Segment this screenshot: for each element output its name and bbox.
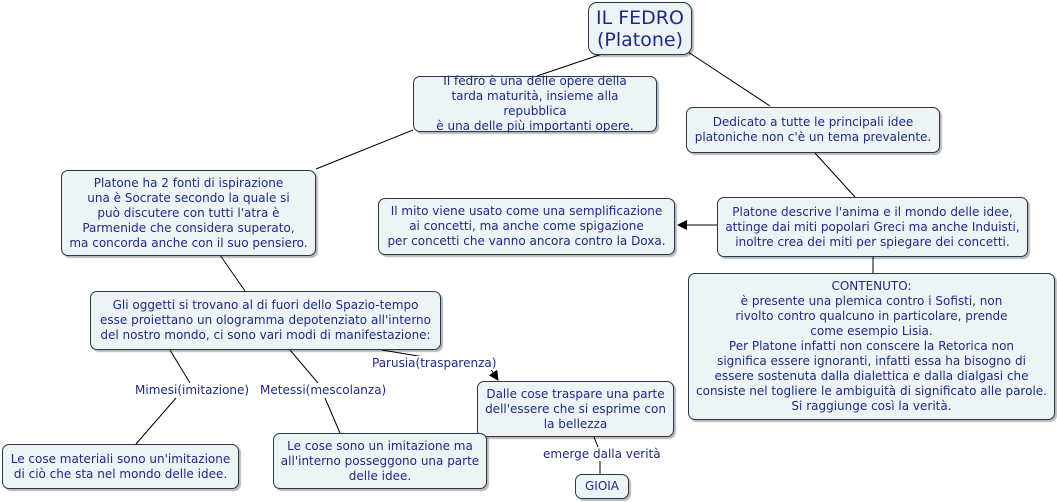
node-fonti-ispirazione[interactable]: Platone ha 2 fonti di ispirazione una è … [61,170,316,256]
edge-oggetti-mimesi [169,349,191,384]
edge-fonti-oggetti [219,254,246,292]
node-opera-maturita[interactable]: Il fedro è una delle opere della tarda m… [413,74,657,133]
edge-opera-fonti [315,129,414,170]
edge-title-opera [536,52,606,77]
edge-mimesi-materiali [135,397,177,445]
node-mito[interactable]: Il mito viene usato come una semplificaz… [378,198,675,255]
edge-parusia-traspare [488,367,499,381]
edge-title-dedicato [684,49,771,107]
edge-dedicato-descrive [814,152,856,198]
main-title-node[interactable]: IL FEDRO (Platone) [588,2,692,55]
node-cose-imitazione[interactable]: Le cose sono un imitazione ma all'intern… [273,433,487,489]
node-traspare-bellezza[interactable]: Dalle cose traspare una parte dell'esser… [477,381,674,437]
node-dedicato-idee[interactable]: Dedicato a tutte le principali idee plat… [686,107,940,153]
node-oggetti-spazio-tempo[interactable]: Gli oggetti si trovano al di fuori dello… [90,291,441,350]
link-label-emerge: emerge dalla verità [541,447,663,461]
link-label-metessi: Metessi(mescolanza) [258,383,389,397]
node-descrive-anima[interactable]: Platone descrive l'anima e il mondo dell… [717,197,1028,257]
node-cose-materiali[interactable]: Le cose materiali sono un'imitazione di … [2,444,239,489]
node-contenuto[interactable]: CONTENUTO: è presente una plemica contro… [688,273,1055,420]
edge-metessi-imitazione [324,397,341,434]
edge-oggetti-metessi [289,349,319,384]
node-gioia[interactable]: GIOIA [575,474,629,499]
link-label-parusia: Parusia(trasparenza) [370,356,499,370]
edge-traspare-emerge [593,436,599,448]
link-label-mimesi: Mimesi(imitazione) [133,383,252,397]
